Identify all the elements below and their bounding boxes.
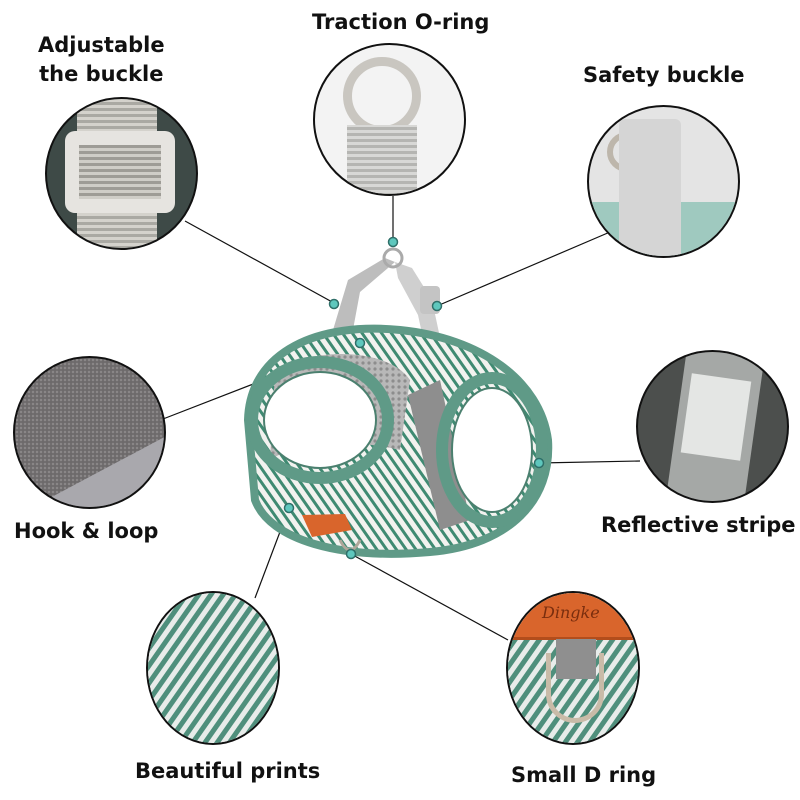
zoom-circle-hook-loop xyxy=(13,356,166,509)
callout-dots xyxy=(283,236,545,560)
label-traction-o-ring: Traction O-ring xyxy=(312,10,490,34)
label-adjustable-buckle: Adjustable the buckle xyxy=(38,31,165,89)
reflective-patch xyxy=(680,373,752,461)
label-hook-loop: Hook & loop xyxy=(14,519,159,543)
label-beautiful-prints: Beautiful prints xyxy=(135,759,321,783)
label-small-d-ring: Small D ring xyxy=(511,763,657,787)
o-ring-icon xyxy=(343,57,421,135)
strap-webbing xyxy=(347,125,417,194)
d-ring-icon xyxy=(546,653,604,723)
label-reflective-stripe: Reflective stripe xyxy=(601,513,796,537)
brand-tag-text: Dingke xyxy=(542,603,600,622)
zoom-circle-small-d-ring: Dingke xyxy=(506,591,640,745)
zoom-circle-beautiful-prints xyxy=(146,591,280,745)
zoom-circle-traction-o-ring xyxy=(313,43,466,196)
tweed-texture xyxy=(148,593,278,743)
zoom-circle-safety-buckle xyxy=(587,105,740,258)
label-line-2: the buckle xyxy=(39,62,164,86)
leather-tag: Dingke xyxy=(508,593,638,640)
harness-illustration xyxy=(243,247,553,558)
label-safety-buckle: Safety buckle xyxy=(583,63,745,87)
buckle-icon xyxy=(619,119,681,256)
zoom-circle-adjustable-buckle xyxy=(45,97,198,250)
label-line-1: Adjustable xyxy=(38,33,165,57)
connector-lines xyxy=(162,196,641,641)
zoom-circle-reflective-stripe xyxy=(636,350,789,503)
buckle-icon xyxy=(65,131,175,213)
